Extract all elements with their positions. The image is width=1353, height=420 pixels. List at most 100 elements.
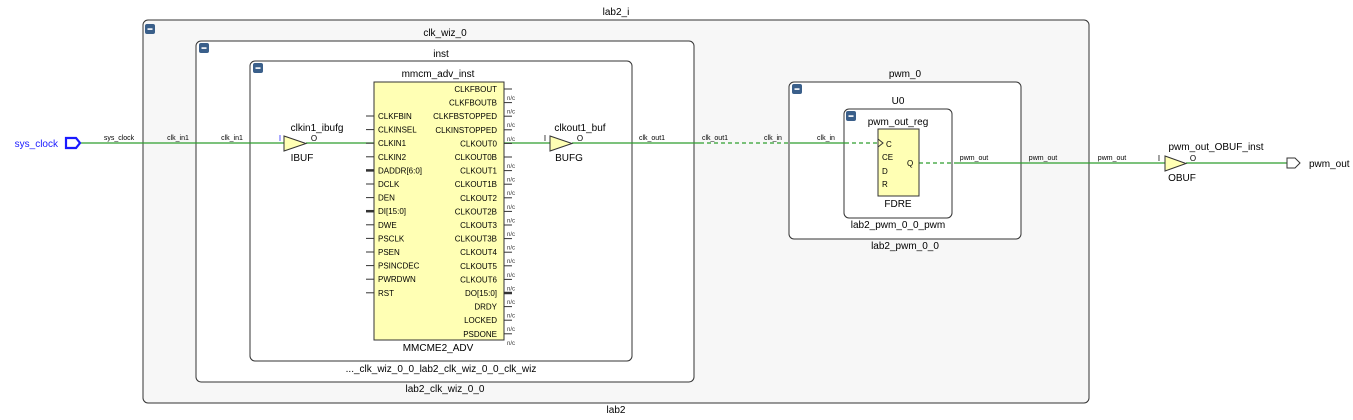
mmcm-nc-label: n/c [507,110,515,116]
pwm-0-collapse-icon[interactable] [792,84,802,94]
sys-clock-port[interactable]: sys_clock [15,136,82,150]
pwm-0-footer: lab2_pwm_0_0 [871,241,939,252]
mmcm-nc-label: n/c [507,300,515,306]
net-label-clk-in-b: clk_in [817,135,835,142]
mmcm-output-pin-label: CLKOUT2 [460,194,497,203]
clk-wiz-0-footer: lab2_clk_wiz_0_0 [406,384,485,395]
lab2-i-title: lab2_i [603,7,630,18]
clk-wiz-0-title: clk_wiz_0 [423,28,467,39]
ibuf-cell[interactable]: clkin1_ibufg IBUF I O [279,123,344,164]
fdre-pin-r: R [882,180,888,189]
u0-collapse-icon[interactable] [846,111,856,121]
mmcm-output-pin-label: CLKFBOUT [454,85,497,94]
fdre-pin-ce: CE [882,153,893,162]
mmcm-input-pin-label: DCLK [378,180,400,189]
obuf-type: OBUF [1168,173,1196,184]
fdre-body [877,128,920,197]
mmcm-nc-label: n/c [507,327,515,333]
buffer-icon [283,135,308,152]
mmcm-output-pin-label: CLKINSTOPPED [435,126,497,135]
mmcm-nc-label: n/c [507,273,515,279]
ibuf-pin-i: I [279,134,281,143]
u0-footer: lab2_pwm_0_0_pwm [851,220,946,231]
mmcm-output-pin-label: PSDONE [463,330,497,339]
mmcm-input-pin-label: RST [378,289,394,298]
inst-collapse-icon[interactable] [253,63,263,73]
mmcm-output-pin-label: CLKOUT5 [460,262,497,271]
mmcm-nc-label: n/c [507,205,515,211]
mmcm-type: MMCME2_ADV [403,343,474,354]
mmcm-output-pin-label: CLKFBSTOPPED [433,112,497,121]
mmcm-nc-label: n/c [507,218,515,224]
mmcm-nc-label: n/c [507,232,515,238]
mmcm-instance-name: mmcm_adv_inst [402,69,475,80]
mmcm-nc-label: n/c [507,137,515,143]
mmcm-input-pin-label: CLKIN1 [378,139,407,148]
bufg-cell[interactable]: clkout1_buf BUFG I O [544,123,606,164]
mmcm-output-pin-label: CLKOUT2B [455,207,497,216]
net-label-pwm-out-b: pwm_out [1029,155,1057,162]
mmcm-nc-label: n/c [507,123,515,129]
net-label-pwm-out-a: pwm_out [960,155,988,162]
lab2-i-collapse-icon[interactable] [145,24,155,34]
mmcm-nc-label: n/c [507,259,515,265]
fdre-instance-name: pwm_out_reg [868,117,929,128]
obuf-cell[interactable]: pwm_out_OBUF_inst OBUF I O [1158,142,1264,184]
mmcm-output-pin-label: CLKFBOUTB [449,99,497,108]
mmcm-output-pin-label: CLKOUT0B [455,153,497,162]
ibuf-type: IBUF [291,153,314,164]
buffer-icon [1164,155,1188,172]
bufg-pin-i: I [544,134,546,143]
net-labels: sys_clock clk_in1 clk_in1 clk_out1 clk_o… [104,135,1126,162]
mmcm-input-pin-label: DWE [378,221,397,230]
fdre-pin-q: Q [907,159,913,168]
mmcm-output-pin-label: CLKOUT3 [460,221,497,230]
mmcm-input-pin-label: DADDR[6:0] [378,166,422,175]
net-label-clk-in1-a: clk_in1 [167,135,189,142]
mmcm-input-pin-label: CLKINSEL [378,126,417,135]
bufg-pin-o: O [577,134,583,143]
net-label-clk-in-a: clk_in [764,135,782,142]
mmcm-output-pin-label: CLKOUT6 [460,275,497,284]
mmcm-nc-label: n/c [507,164,515,170]
net-label-clk-in1-b: clk_in1 [221,135,243,142]
pwm-out-port[interactable]: pwm_out [1286,157,1350,170]
mmcm-nc-label: n/c [507,314,515,320]
mmcm-input-pin-label: CLKFBIN [378,112,412,121]
input-port-icon [64,136,82,150]
mmcm-input-pin-label: PWRDWN [378,275,416,284]
bufg-instance-name: clkout1_buf [554,123,605,134]
u0-title: U0 [892,96,905,107]
pwm-out-port-label: pwm_out [1309,159,1350,170]
inst-title: inst [433,49,449,60]
mmcm-input-pin-label: CLKIN2 [378,153,407,162]
mmcm-input-pin-label: DEN [378,194,395,203]
net-label-pwm-out-c: pwm_out [1098,155,1126,162]
mmcm-cell[interactable]: mmcm_adv_inst MMCME2_ADV CLKFBIN CLKINSEL… [366,69,515,354]
buffer-icon [549,135,574,152]
clk-wiz-0-collapse-icon[interactable] [199,43,209,53]
mmcm-output-pin-label: DO[15:0] [465,289,497,298]
obuf-instance-name: pwm_out_OBUF_inst [1168,142,1263,153]
mmcm-nc-label: n/c [507,96,515,102]
clock-edge-icon [877,138,884,148]
bufg-type: BUFG [555,153,583,164]
net-label-clk-out1-b: clk_out1 [702,135,728,142]
mmcm-nc-label: n/c [507,246,515,252]
lab2-i-footer: lab2 [607,405,626,416]
fdre-type: FDRE [884,199,912,210]
fdre-pin-d: D [882,167,888,176]
output-port-icon [1286,157,1301,169]
mmcm-output-pin-label: CLKOUT0 [460,139,497,148]
sys-clock-port-label: sys_clock [15,139,59,150]
fdre-cell[interactable]: pwm_out_reg C CE D R Q FDRE [868,117,929,210]
mmcm-output-pin-label: CLKOUT1 [460,167,497,176]
mmcm-output-pin-label: CLKOUT3B [455,235,497,244]
mmcm-input-pin-label: DI[15:0] [378,207,406,216]
mmcm-nc-label: n/c [507,178,515,184]
mmcm-nc-label: n/c [507,341,515,347]
mmcm-output-pin-label: CLKOUT4 [460,248,497,257]
net-label-clk-out1-a: clk_out1 [639,135,665,142]
